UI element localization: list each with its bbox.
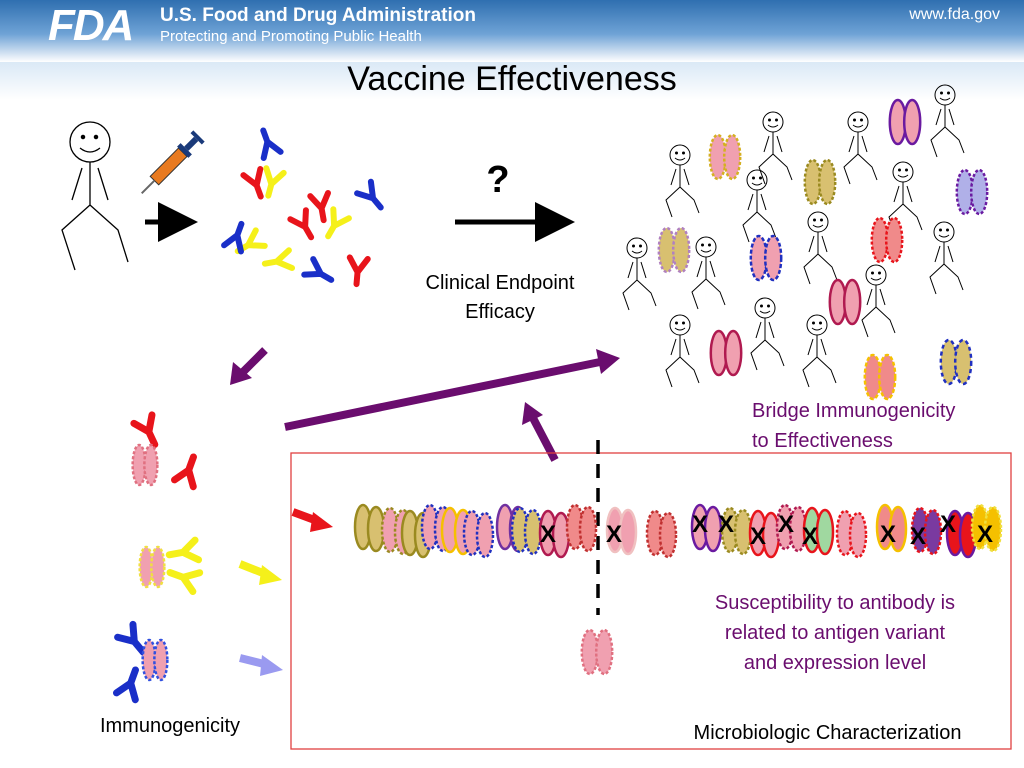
bacterium-cell	[923, 508, 943, 556]
bacterium-cell	[888, 505, 908, 553]
bacterium-cell	[150, 545, 166, 589]
colored-pointer-arrows	[238, 508, 333, 676]
bridge-label-line1: Bridge Immunogenicity	[752, 400, 956, 422]
antibody-icon	[130, 411, 159, 449]
bacterium-cell	[803, 158, 823, 206]
bacterium-cell	[722, 133, 742, 181]
immunogenicity-label: Immunogenicity	[99, 715, 241, 737]
syringe-icon	[141, 130, 205, 194]
antibody-icon	[166, 569, 204, 596]
fda-logo: FDA	[48, 1, 134, 50]
susceptibility-line3: and expression level	[743, 652, 927, 674]
antibody-icon	[112, 666, 139, 704]
person-icon	[622, 237, 657, 311]
bacterium-cell	[983, 505, 1003, 553]
bacterium-cell	[733, 508, 753, 556]
bacterium-cell	[884, 216, 904, 264]
microbiologic-label: Microbiologic Characterization	[693, 722, 962, 744]
bacterium-cell	[657, 226, 677, 274]
antibody-cluster	[224, 127, 388, 287]
bacterium-cell	[848, 511, 868, 559]
kill-mark: X	[778, 511, 794, 538]
antibody-icon	[114, 620, 147, 656]
bacterium-cell	[877, 353, 897, 401]
susceptibility-line1: Susceptibility to antibody is	[714, 592, 956, 614]
bacterium-cell	[153, 638, 169, 682]
kill-mark: X	[880, 521, 896, 548]
bacterium-cell	[817, 158, 837, 206]
bacterium-cell	[671, 226, 691, 274]
kill-mark: X	[540, 521, 556, 548]
person-icon	[803, 211, 838, 285]
population-group	[622, 84, 989, 401]
person-icon	[930, 84, 965, 158]
bacterium-cell	[580, 628, 600, 676]
bacterium-cell	[842, 278, 862, 326]
bacterium-cell	[658, 511, 678, 559]
person-icon	[929, 221, 964, 295]
bacterium-cell	[523, 508, 543, 556]
bacterium-cell	[815, 508, 835, 556]
person-icon	[61, 121, 129, 271]
website-url: www.fda.gov	[909, 6, 1000, 23]
bacterium-cell	[141, 638, 157, 682]
antibody-icon	[170, 453, 197, 491]
kill-mark: X	[910, 523, 926, 550]
bridge-label-line2: to Effectiveness	[752, 430, 893, 452]
immunogenicity-samples	[112, 411, 204, 704]
bacterium-cell	[131, 443, 147, 487]
header-fade	[0, 62, 1024, 100]
bacterium-cell	[594, 628, 614, 676]
antibody-icon	[165, 536, 203, 564]
bacterium-cell	[870, 216, 890, 264]
kill-mark: X	[606, 521, 622, 548]
agency-name: U.S. Food and Drug Administration	[160, 5, 476, 26]
person-icon	[802, 314, 837, 388]
person-icon	[665, 314, 700, 388]
bacterium-cell	[723, 329, 743, 377]
person-icon	[758, 111, 793, 185]
person-icon	[742, 169, 777, 243]
agency-tagline: Protecting and Promoting Public Health	[160, 28, 422, 45]
bacterium-cell	[475, 511, 495, 559]
person-icon	[888, 161, 923, 235]
kill-mark: X	[750, 523, 766, 550]
clinical-endpoint-label: Clinical Endpoint	[425, 272, 575, 294]
kill-mark: X	[977, 521, 993, 548]
bacterium-cell	[763, 234, 783, 282]
purple-arrows	[230, 347, 620, 462]
kill-mark: X	[802, 523, 818, 550]
person-icon	[691, 236, 726, 310]
bacterium-cell	[138, 545, 154, 589]
question-mark: ?	[486, 159, 510, 201]
bacterium-cell	[953, 338, 973, 386]
person-icon	[750, 297, 785, 371]
fda-header-banner	[0, 0, 1024, 62]
bacterium-cell	[955, 168, 975, 216]
bacterium-cell	[902, 98, 922, 146]
bacterium-cell	[708, 133, 728, 181]
person-icon	[843, 111, 878, 185]
bacterium-cell	[618, 508, 638, 556]
person-icon	[665, 144, 700, 218]
slide-title: Vaccine Effectiveness	[347, 60, 677, 98]
susceptibility-line2: related to antigen variant	[724, 622, 946, 644]
bacterium-cell	[578, 505, 598, 553]
bacterium-cell	[143, 443, 159, 487]
kill-mark: X	[940, 511, 956, 538]
kill-mark: X	[692, 511, 708, 538]
kill-mark: X	[718, 511, 734, 538]
microbiologic-box	[290, 452, 1012, 750]
person-icon	[861, 264, 896, 338]
bacterium-cell	[969, 168, 989, 216]
efficacy-label: Efficacy	[465, 301, 535, 323]
